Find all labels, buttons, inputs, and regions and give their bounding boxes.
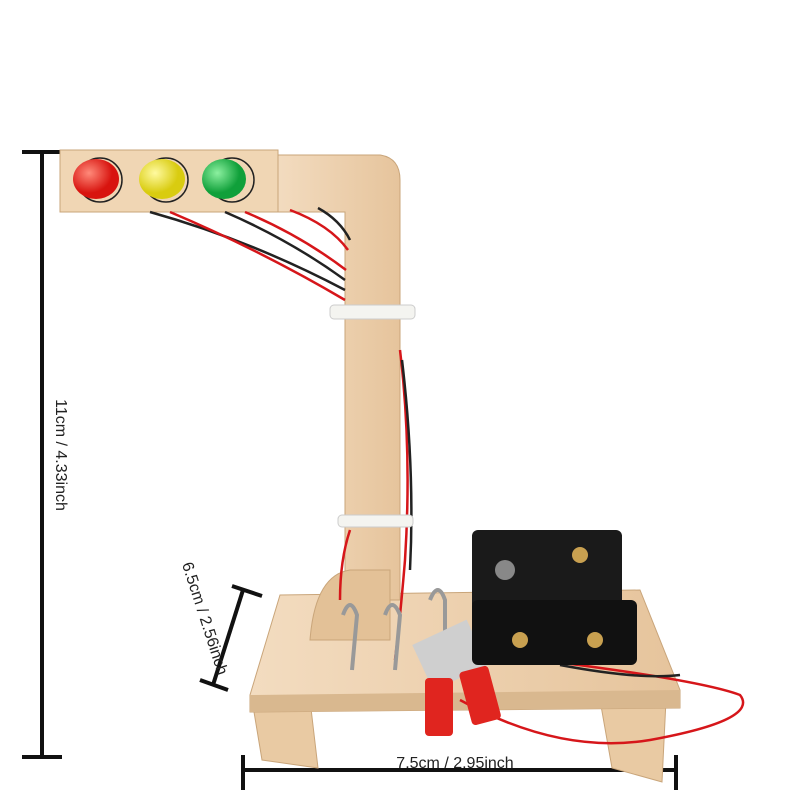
cable-tie-bottom: [337, 514, 414, 528]
depth-dimension: [199, 584, 263, 692]
green-led: [202, 159, 246, 199]
battery-terminal: [512, 632, 528, 648]
width-dimension: [241, 755, 678, 790]
yellow-led: [139, 159, 185, 199]
cable-tie-top: [329, 304, 416, 320]
wires: [149, 206, 745, 745]
red-led: [73, 159, 119, 199]
signal-pole: [274, 154, 401, 601]
red-clip: [459, 665, 501, 726]
battery-terminal: [587, 632, 603, 648]
depth-dim-line: [211, 589, 245, 686]
height-label: 11cm / 4.33inch: [52, 399, 69, 511]
battery-spring-icon: [495, 560, 515, 580]
height-dimension: [22, 150, 62, 759]
battery-box: [472, 530, 637, 665]
red-clip: [425, 678, 453, 736]
depth-dim-cap-bottom: [199, 678, 229, 692]
depth-label: 6.5cm / 2.56inch: [178, 560, 230, 677]
width-label: 7.5cm / 2.95inch: [396, 755, 513, 772]
depth-dim-cap-top: [231, 584, 263, 598]
terminals: [341, 588, 447, 671]
